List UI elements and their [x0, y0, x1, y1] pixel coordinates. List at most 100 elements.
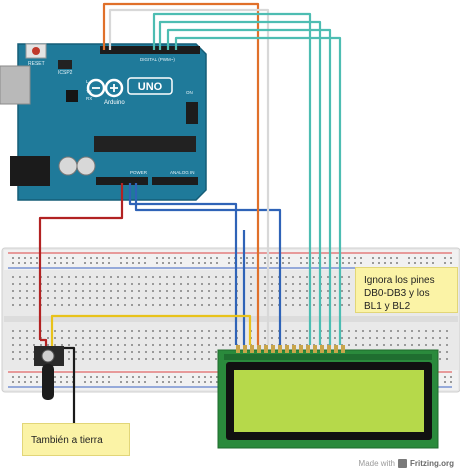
breadboard-hole [103, 290, 105, 292]
breadboard-hole [306, 262, 308, 264]
breadboard-hole [12, 376, 14, 378]
breadboard-hole [173, 290, 175, 292]
breadboard-hole [180, 358, 182, 360]
breadboard-hole [26, 337, 28, 339]
breadboard-hole [84, 381, 86, 383]
breadboard-hole [215, 276, 217, 278]
icsp2-header [58, 60, 72, 69]
breadboard-hole [33, 283, 35, 285]
breadboard-hole [12, 381, 14, 383]
breadboard-hole [131, 358, 133, 360]
breadboard-hole [96, 283, 98, 285]
breadboard-hole [68, 351, 70, 353]
breadboard-hole [252, 262, 254, 264]
breadboard-hole [18, 262, 20, 264]
breadboard-hole [383, 337, 385, 339]
breadboard-hole [144, 376, 146, 378]
breadboard-hole [60, 381, 62, 383]
breadboard-hole [187, 351, 189, 353]
breadboard-hole [210, 376, 212, 378]
breadboard-hole [54, 290, 56, 292]
lcd-pin [264, 345, 268, 353]
breadboard-hole [334, 297, 336, 299]
breadboard-hole [292, 337, 294, 339]
breadboard-hole [166, 344, 168, 346]
breadboard-hole [33, 290, 35, 292]
breadboard-hole [355, 330, 357, 332]
breadboard-hole [208, 337, 210, 339]
breadboard-hole [432, 344, 434, 346]
breadboard-hole [173, 358, 175, 360]
lcd-pin [257, 345, 261, 353]
breadboard-hole [201, 276, 203, 278]
breadboard-hole [124, 290, 126, 292]
breadboard-hole [264, 262, 266, 264]
breadboard-hole [54, 304, 56, 306]
breadboard-hole [173, 351, 175, 353]
wire-gnd-blue-2 [134, 183, 282, 345]
breadboard-hole [82, 297, 84, 299]
breadboard-hole [152, 337, 154, 339]
wire-teal-db6 [166, 28, 332, 345]
breadboard-hole [103, 358, 105, 360]
breadboard-hole [75, 344, 77, 346]
breadboard-hole [201, 330, 203, 332]
breadboard-hole [156, 257, 158, 259]
breadboard-hole [138, 344, 140, 346]
breadboard-hole [194, 330, 196, 332]
breadboard-hole [271, 330, 273, 332]
breadboard-hole [276, 257, 278, 259]
breadboard-hole [240, 257, 242, 259]
note-ignore-pins-text: Ignora los pines DB0-DB3 y los BL1 y BL2 [364, 275, 435, 312]
breadboard-hole [348, 283, 350, 285]
breadboard-hole [75, 330, 77, 332]
breadboard-hole [208, 290, 210, 292]
lcd-screen [234, 370, 424, 432]
breadboard-hole [216, 257, 218, 259]
breadboard-hole [124, 304, 126, 306]
breadboard-hole [426, 262, 428, 264]
breadboard-hole [145, 290, 147, 292]
breadboard-hole [194, 358, 196, 360]
breadboard-hole [187, 283, 189, 285]
breadboard-hole [376, 337, 378, 339]
breadboard-hole [68, 344, 70, 346]
breadboard-hole [103, 276, 105, 278]
on-led-label: ON [186, 90, 193, 95]
breadboard-hole [174, 262, 176, 264]
breadboard-hole [132, 257, 134, 259]
breadboard-hole [180, 337, 182, 339]
breadboard-hole [36, 257, 38, 259]
breadboard-hole [124, 344, 126, 346]
breadboard-hole [334, 330, 336, 332]
breadboard-hole [306, 290, 308, 292]
lcd-pin [320, 345, 324, 353]
breadboard-hole [285, 337, 287, 339]
breadboard-hole [120, 376, 122, 378]
breadboard-hole [264, 330, 266, 332]
breadboard-hole [180, 276, 182, 278]
breadboard-hole [12, 257, 14, 259]
breadboard-hole [411, 344, 413, 346]
breadboard-hole [306, 276, 308, 278]
breadboard-hole [327, 330, 329, 332]
breadboard-hole [82, 276, 84, 278]
breadboard-hole [19, 344, 21, 346]
breadboard-hole [132, 381, 134, 383]
breadboard-hole [313, 330, 315, 332]
breadboard-hole [216, 376, 218, 378]
breadboard-hole [446, 344, 448, 346]
breadboard-hole [166, 283, 168, 285]
breadboard-hole [103, 283, 105, 285]
breadboard-hole [348, 257, 350, 259]
breadboard-hole [292, 276, 294, 278]
breadboard-hole [299, 290, 301, 292]
breadboard-hole [180, 376, 182, 378]
breadboard-hole [102, 262, 104, 264]
breadboard-hole [131, 330, 133, 332]
breadboard-hole [159, 358, 161, 360]
breadboard-hole [96, 297, 98, 299]
breadboard-hole [222, 297, 224, 299]
lcd-pin [313, 345, 317, 353]
breadboard-hole [47, 297, 49, 299]
